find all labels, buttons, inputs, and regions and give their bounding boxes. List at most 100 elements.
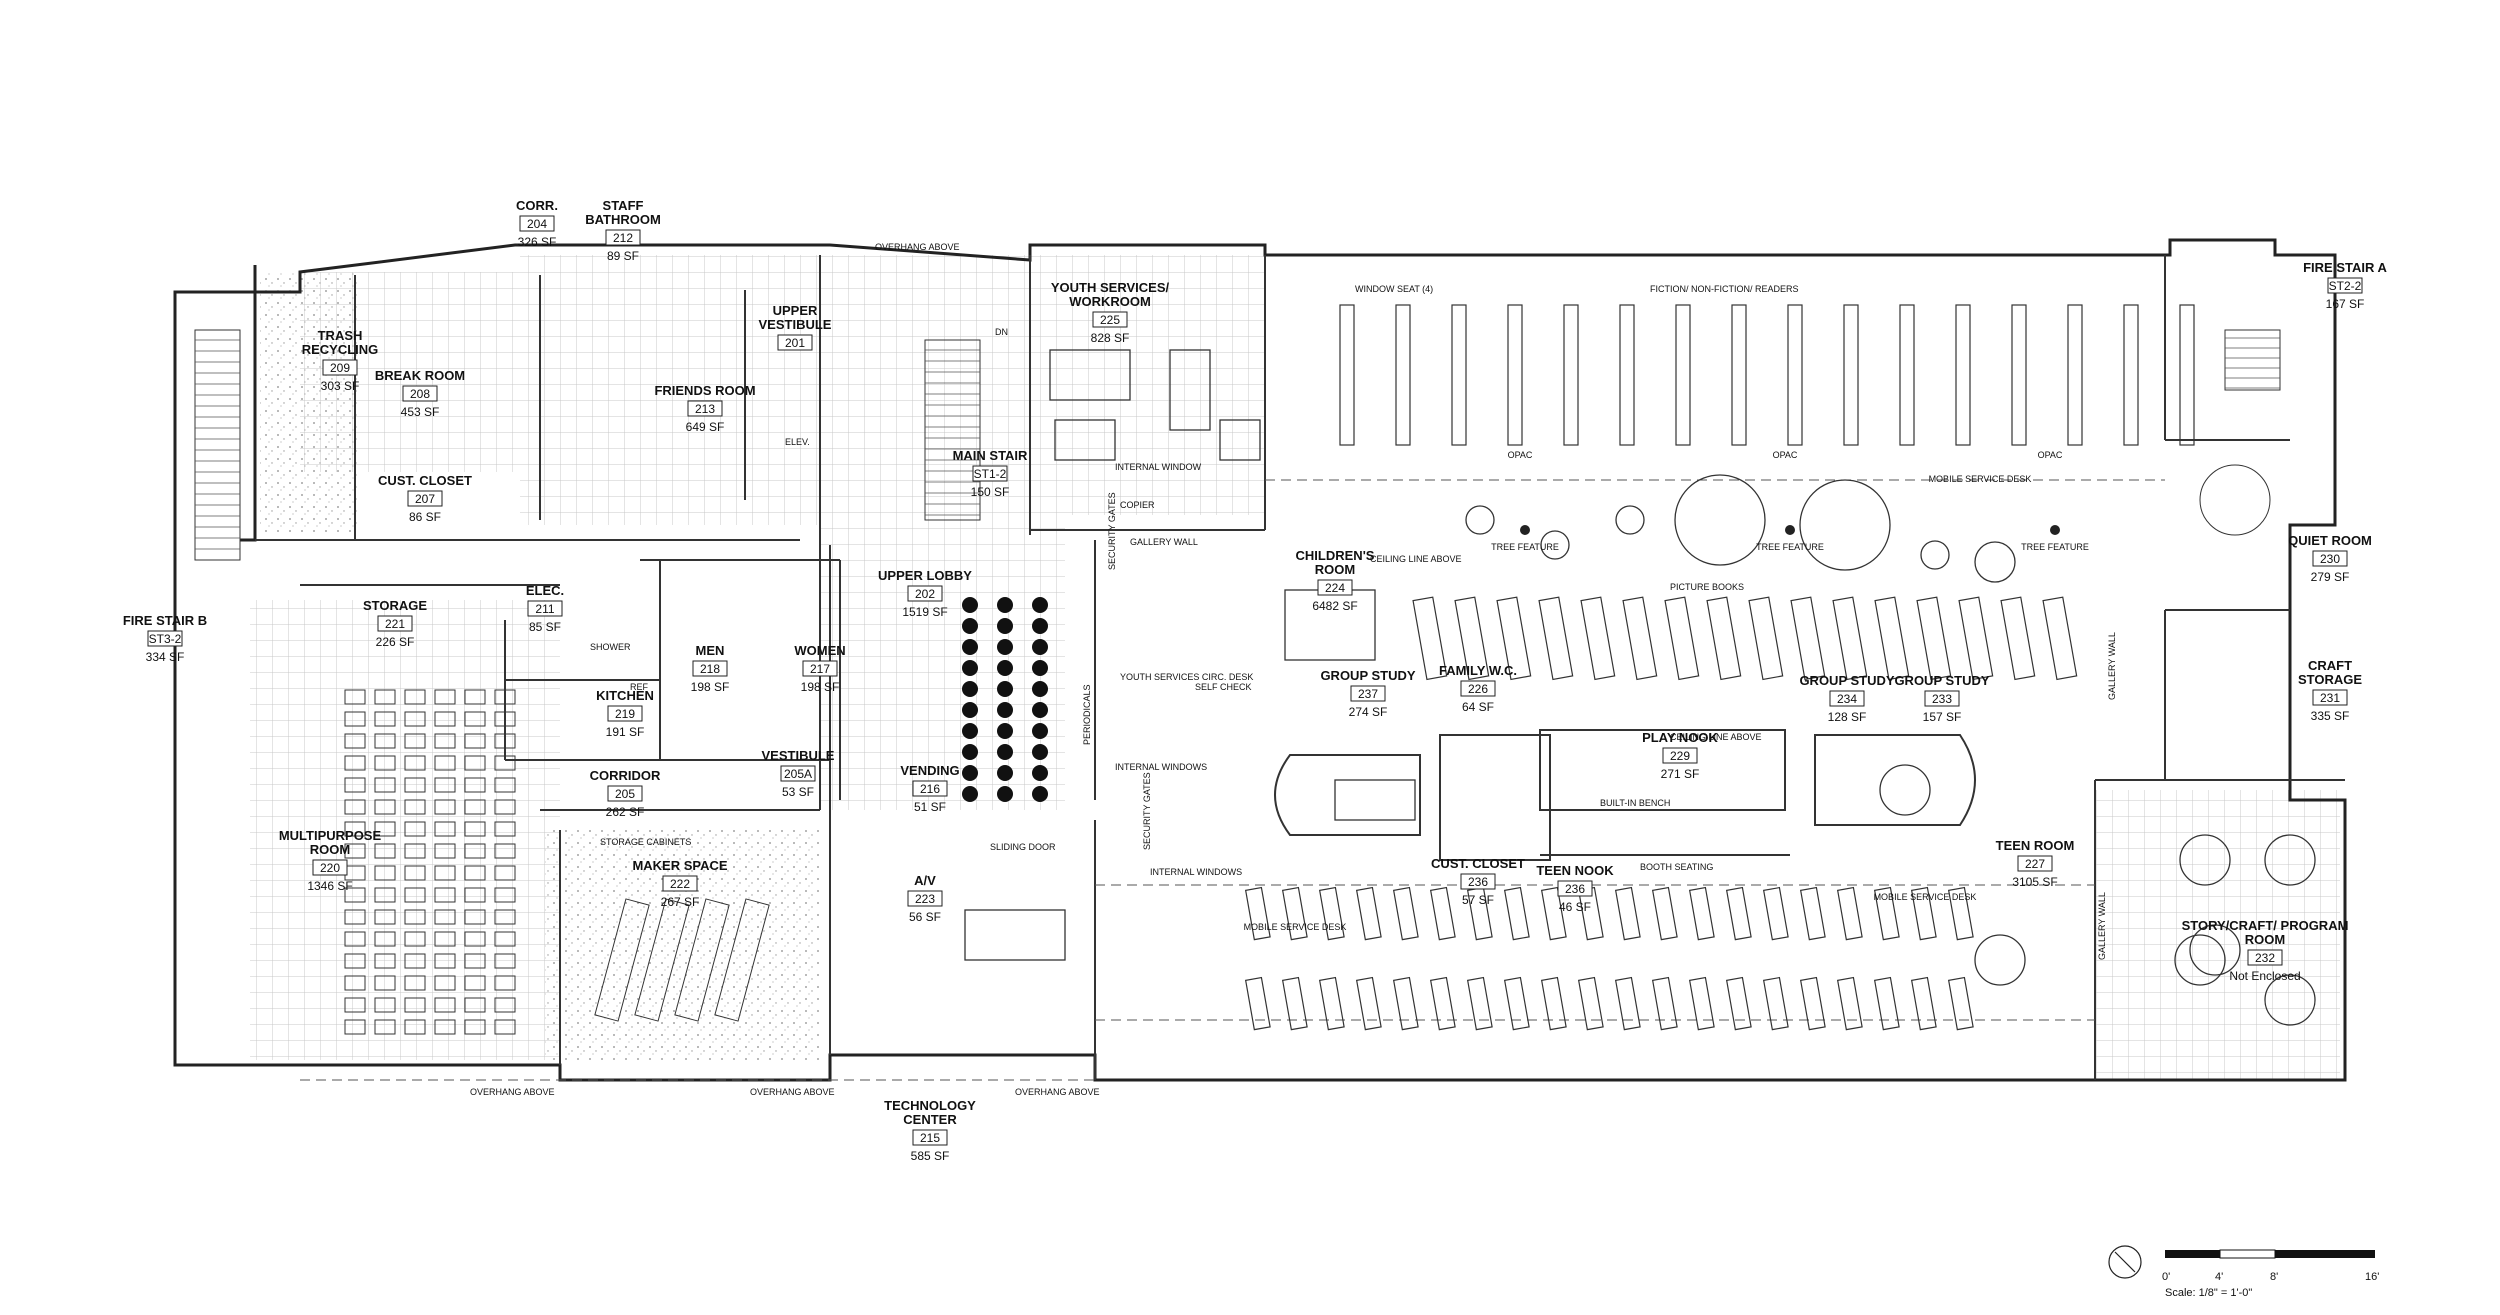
note-booth-seating: BOOTH SEATING (1640, 862, 1713, 872)
teen-shelf (1799, 886, 1826, 941)
room-number: 227 (2025, 857, 2045, 871)
room-number: 236 (1468, 875, 1488, 889)
chair (404, 843, 426, 859)
chair (344, 821, 366, 837)
note-ceiling-line: CEILING LINE ABOVE (1370, 554, 1462, 564)
room-name: VENDING (900, 763, 959, 778)
teen-shelf (1355, 886, 1382, 941)
note-fiction: FICTION/ NON-FICTION/ READERS (1650, 284, 1799, 294)
room-name: MAKER SPACE (632, 858, 727, 873)
note-youth-desk: YOUTH SERVICES CIRC. DESK (1120, 672, 1253, 682)
room-number-box (662, 875, 698, 892)
teen-shelf (1540, 976, 1567, 1031)
chair (404, 689, 426, 705)
picture-book-shelf (1916, 596, 1952, 681)
note-security-gates-1: SECURITY GATES (1107, 492, 1117, 570)
chair (344, 909, 366, 925)
room-name: STORY/CRAFT/ PROGRAM (2182, 918, 2349, 933)
room-name: CENTER (903, 1112, 957, 1127)
room-number-box (2247, 949, 2283, 966)
room-name: WORKROOM (1069, 294, 1151, 309)
room-name: STORAGE (2298, 672, 2362, 687)
room-number-box (687, 400, 723, 417)
note-internal-window: INTERNAL WINDOW (1115, 462, 1202, 472)
chair (494, 931, 516, 947)
chair (494, 843, 516, 859)
lobby-chair (1032, 660, 1048, 676)
lobby-chair (997, 786, 1013, 802)
room-number-box (1092, 311, 1128, 328)
teen-shelf (1725, 976, 1752, 1031)
chair (494, 953, 516, 969)
chair (344, 997, 366, 1013)
bookshelf (1395, 304, 1411, 446)
chair (494, 711, 516, 727)
chair (344, 887, 366, 903)
chair (464, 1019, 486, 1035)
teen-shelf (1836, 976, 1863, 1031)
note-overhang-top: OVERHANG ABOVE (875, 242, 960, 252)
scale-tick-4: 4' (2215, 1271, 2223, 1283)
lobby-chair (997, 681, 1013, 697)
room-number: 212 (613, 231, 633, 245)
room-name: CORRIDOR (590, 768, 661, 783)
lobby-chair (997, 639, 1013, 655)
chair (344, 689, 366, 705)
note-tree-3: TREE FEATURE (2021, 542, 2089, 552)
bookshelf (1843, 304, 1859, 446)
room-area: 46 SF (1559, 900, 1591, 914)
room-number-box (780, 765, 816, 782)
room-area: 198 SF (691, 680, 730, 694)
bookshelf (2123, 304, 2139, 446)
teen-shelf (1392, 886, 1419, 941)
room-number-box (692, 660, 728, 677)
bookshelf (1619, 304, 1635, 446)
plan-notes: OVERHANG ABOVE OVERHANG ABOVE OVERHANG A… (470, 242, 2117, 1097)
maker-table (594, 898, 650, 1022)
note-mobile-desk-3: MOBILE SERVICE DESK (1874, 892, 1977, 902)
chair (434, 733, 456, 749)
teen-shelf (1762, 976, 1789, 1031)
note-opac-2: OPAC (1773, 450, 1798, 460)
floor-fill (250, 255, 2340, 1080)
room-number: 222 (670, 877, 690, 891)
teen-shelf (1688, 976, 1715, 1031)
bookshelf (2067, 304, 2083, 446)
scale-tick-0: 0' (2162, 1271, 2170, 1283)
lobby-chair (1032, 744, 1048, 760)
note-opac-3: OPAC (2038, 450, 2063, 460)
room-number-box (2017, 855, 2053, 872)
lobby-chair (997, 660, 1013, 676)
room-area: 57 SF (1462, 893, 1494, 907)
room-number-box (407, 490, 443, 507)
chair (464, 711, 486, 727)
teen-shelf (1466, 976, 1493, 1031)
room-number: 216 (920, 782, 940, 796)
bookshelf (1451, 304, 1467, 446)
teen-shelf (1651, 976, 1678, 1031)
room-number-box (1460, 680, 1496, 697)
lobby-chair (997, 597, 1013, 613)
room-name: ROOM (1315, 562, 1355, 577)
room-number-box (907, 890, 943, 907)
room-area: 6482 SF (1312, 599, 1357, 613)
chair (494, 887, 516, 903)
room-number-box (2312, 550, 2348, 567)
chair (494, 755, 516, 771)
